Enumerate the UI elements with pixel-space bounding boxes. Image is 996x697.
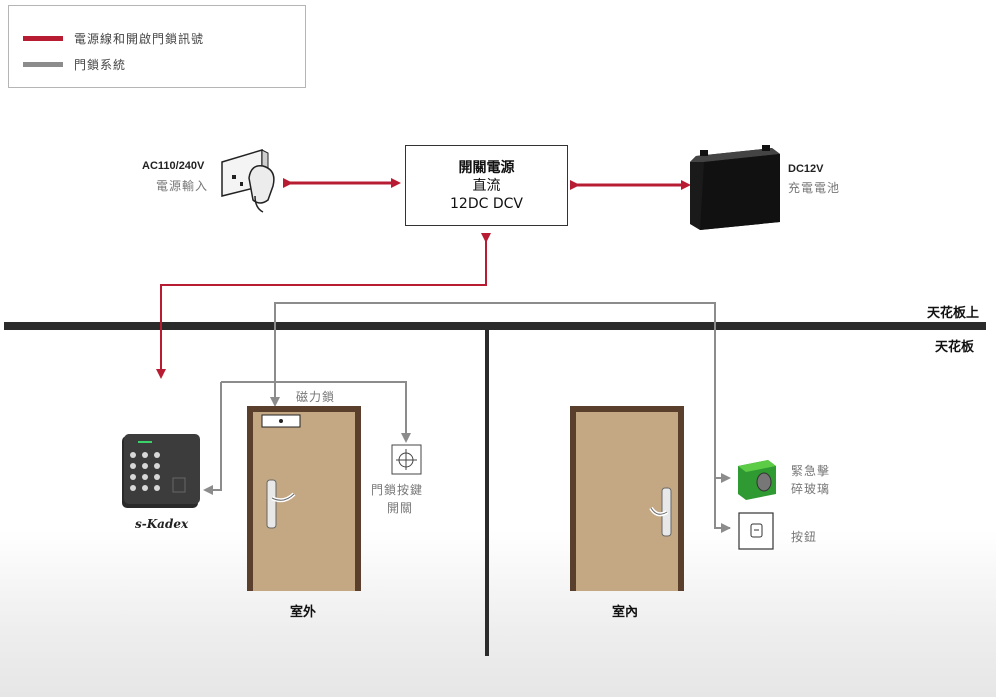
legend-item-lock: 門鎖系統 — [23, 54, 126, 74]
legend-label-lock: 門鎖系統 — [74, 57, 127, 72]
push-button-label: 按鈕 — [791, 530, 818, 544]
exit-button-label-1: 門鎖按鍵 — [371, 483, 424, 497]
floor-gradient — [0, 530, 996, 697]
exit-button-label-2: 開關 — [387, 501, 414, 515]
legend-label-power: 電源線和開啟門鎖訊號 — [74, 31, 205, 46]
legend-red-swatch — [23, 35, 63, 41]
emergency-label-2: 碎玻璃 — [791, 482, 831, 496]
lock-to-exit-button-wire — [221, 381, 411, 443]
ac-input-title: AC110/240V — [142, 160, 205, 172]
lock-to-keypad-wire — [203, 382, 222, 495]
legend-item-power: 電源線和開啟門鎖訊號 — [23, 28, 204, 48]
battery-title: DC12V — [788, 163, 824, 175]
battery-subtitle: 充電電池 — [788, 181, 841, 195]
ceiling-above-label: 天花板上 — [927, 306, 980, 321]
psu-to-keypad-wire — [156, 233, 491, 379]
keypad-device-icon — [122, 434, 200, 508]
battery-icon — [690, 145, 780, 230]
room-outside-label: 室外 — [290, 605, 317, 620]
ac-input-subtitle: 電源輸入 — [156, 179, 209, 193]
exit-button-icon — [391, 444, 422, 475]
room-inside-label: 室內 — [612, 605, 639, 620]
legend-gray-swatch — [23, 61, 63, 67]
power-supply-box: 開關電源 直流 12DC DCV — [405, 145, 568, 226]
push-button-icon — [738, 512, 774, 550]
wall-divider — [485, 330, 489, 656]
magnetic-lock-label: 磁力鎖 — [296, 390, 336, 404]
emergency-label-1: 緊急擊 — [791, 464, 831, 478]
keypad-brand-label: s-Kadex — [135, 517, 189, 531]
psu-line-2: 直流 — [472, 177, 501, 194]
ceiling-below-label: 天花板 — [935, 340, 975, 355]
outside-door — [247, 406, 361, 591]
wall-socket-icon — [221, 148, 275, 213]
psu-line-1: 開關電源 — [458, 159, 515, 176]
inside-door — [570, 406, 684, 591]
emergency-break-glass-icon — [738, 460, 776, 500]
ceiling-line — [4, 322, 986, 330]
legend: 電源線和開啟門鎖訊號 門鎖系統 — [8, 5, 306, 88]
psu-line-3: 12DC DCV — [450, 195, 523, 212]
